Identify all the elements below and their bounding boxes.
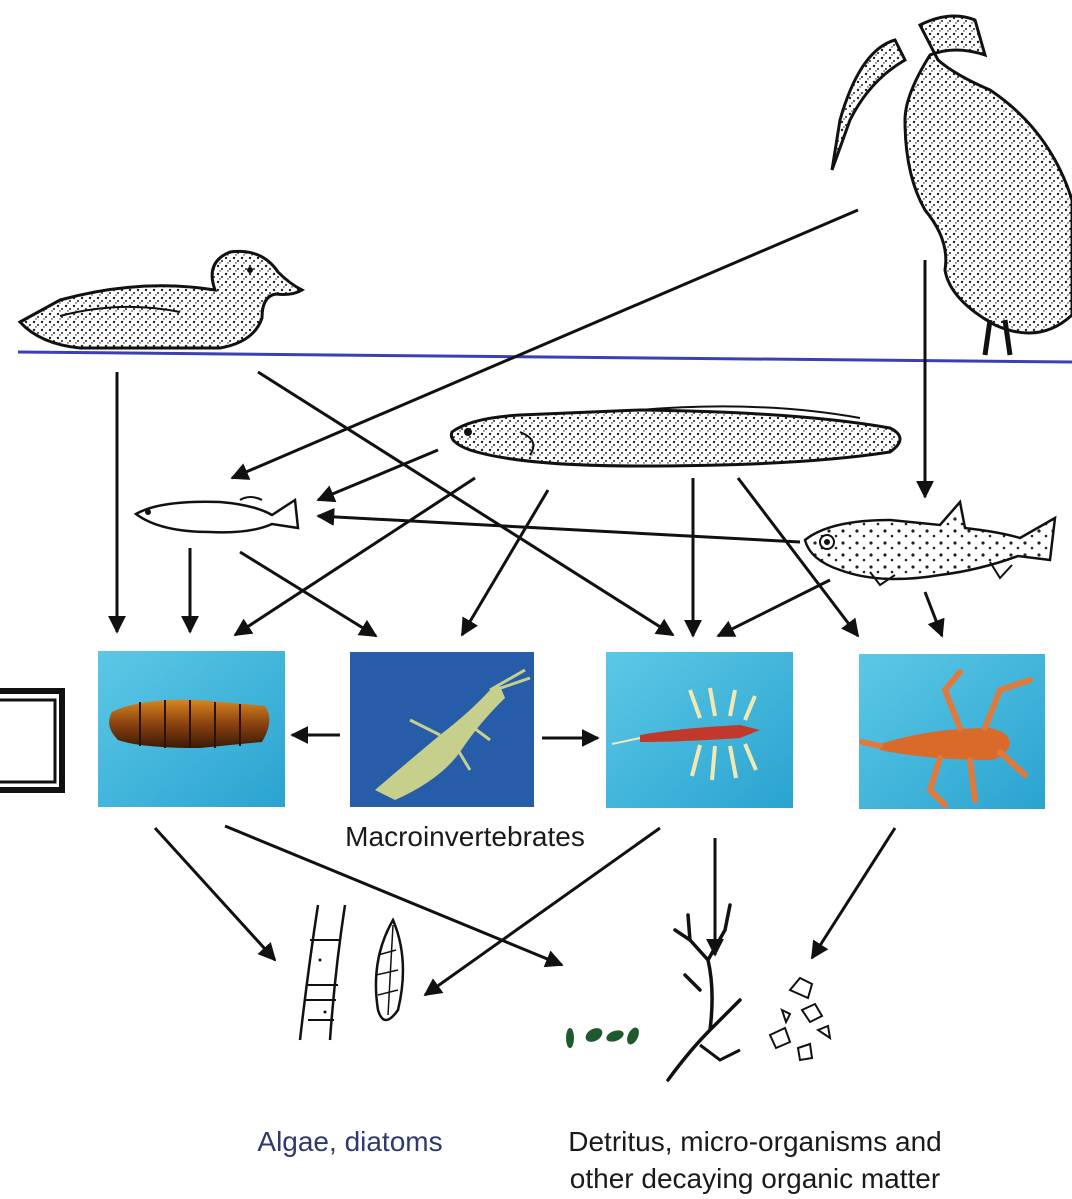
diatom-icon [376,920,403,1020]
arrow-stonefly-larva-to-detritus [812,828,895,958]
arrow-trout-to-stonefly-larva [925,592,942,636]
arrow-trout-to-smallfish [318,516,800,542]
eel-icon [451,406,900,466]
trout-icon [805,502,1055,585]
arrow-trout-to-mayfly [718,580,830,636]
mayfly-nymph-photo [606,652,793,808]
arrow-smallfish-to-stonefly [240,552,376,636]
small-fish-icon [136,497,298,532]
twig-detritus-icon [668,905,740,1080]
arrow-eel-to-caddis [235,478,475,635]
caddisfly-larva-photo [98,651,285,807]
particle-debris-icon [770,978,830,1060]
stonefly-larva-photo [859,654,1045,809]
stonefly-nymph-photo [350,652,534,807]
algae-diatoms-label: Algae, diatoms [215,1125,485,1159]
detritus-label-line1: Detritus, micro-organisms and [510,1125,1000,1159]
green-particles-icon [566,1025,641,1048]
water-surface-line [18,352,1072,362]
heron-icon [832,16,1072,355]
detritus-label-line2: other decaying organic matter [510,1162,1000,1196]
arrow-eel-to-stonefly [462,490,548,635]
duck-icon [20,251,302,348]
macroinvertebrates-label: Macroinvertebrates [300,820,630,854]
algae-filament-icon [300,905,345,1040]
arrow-caddis-to-algae [155,828,275,960]
frame-icon [0,691,62,790]
